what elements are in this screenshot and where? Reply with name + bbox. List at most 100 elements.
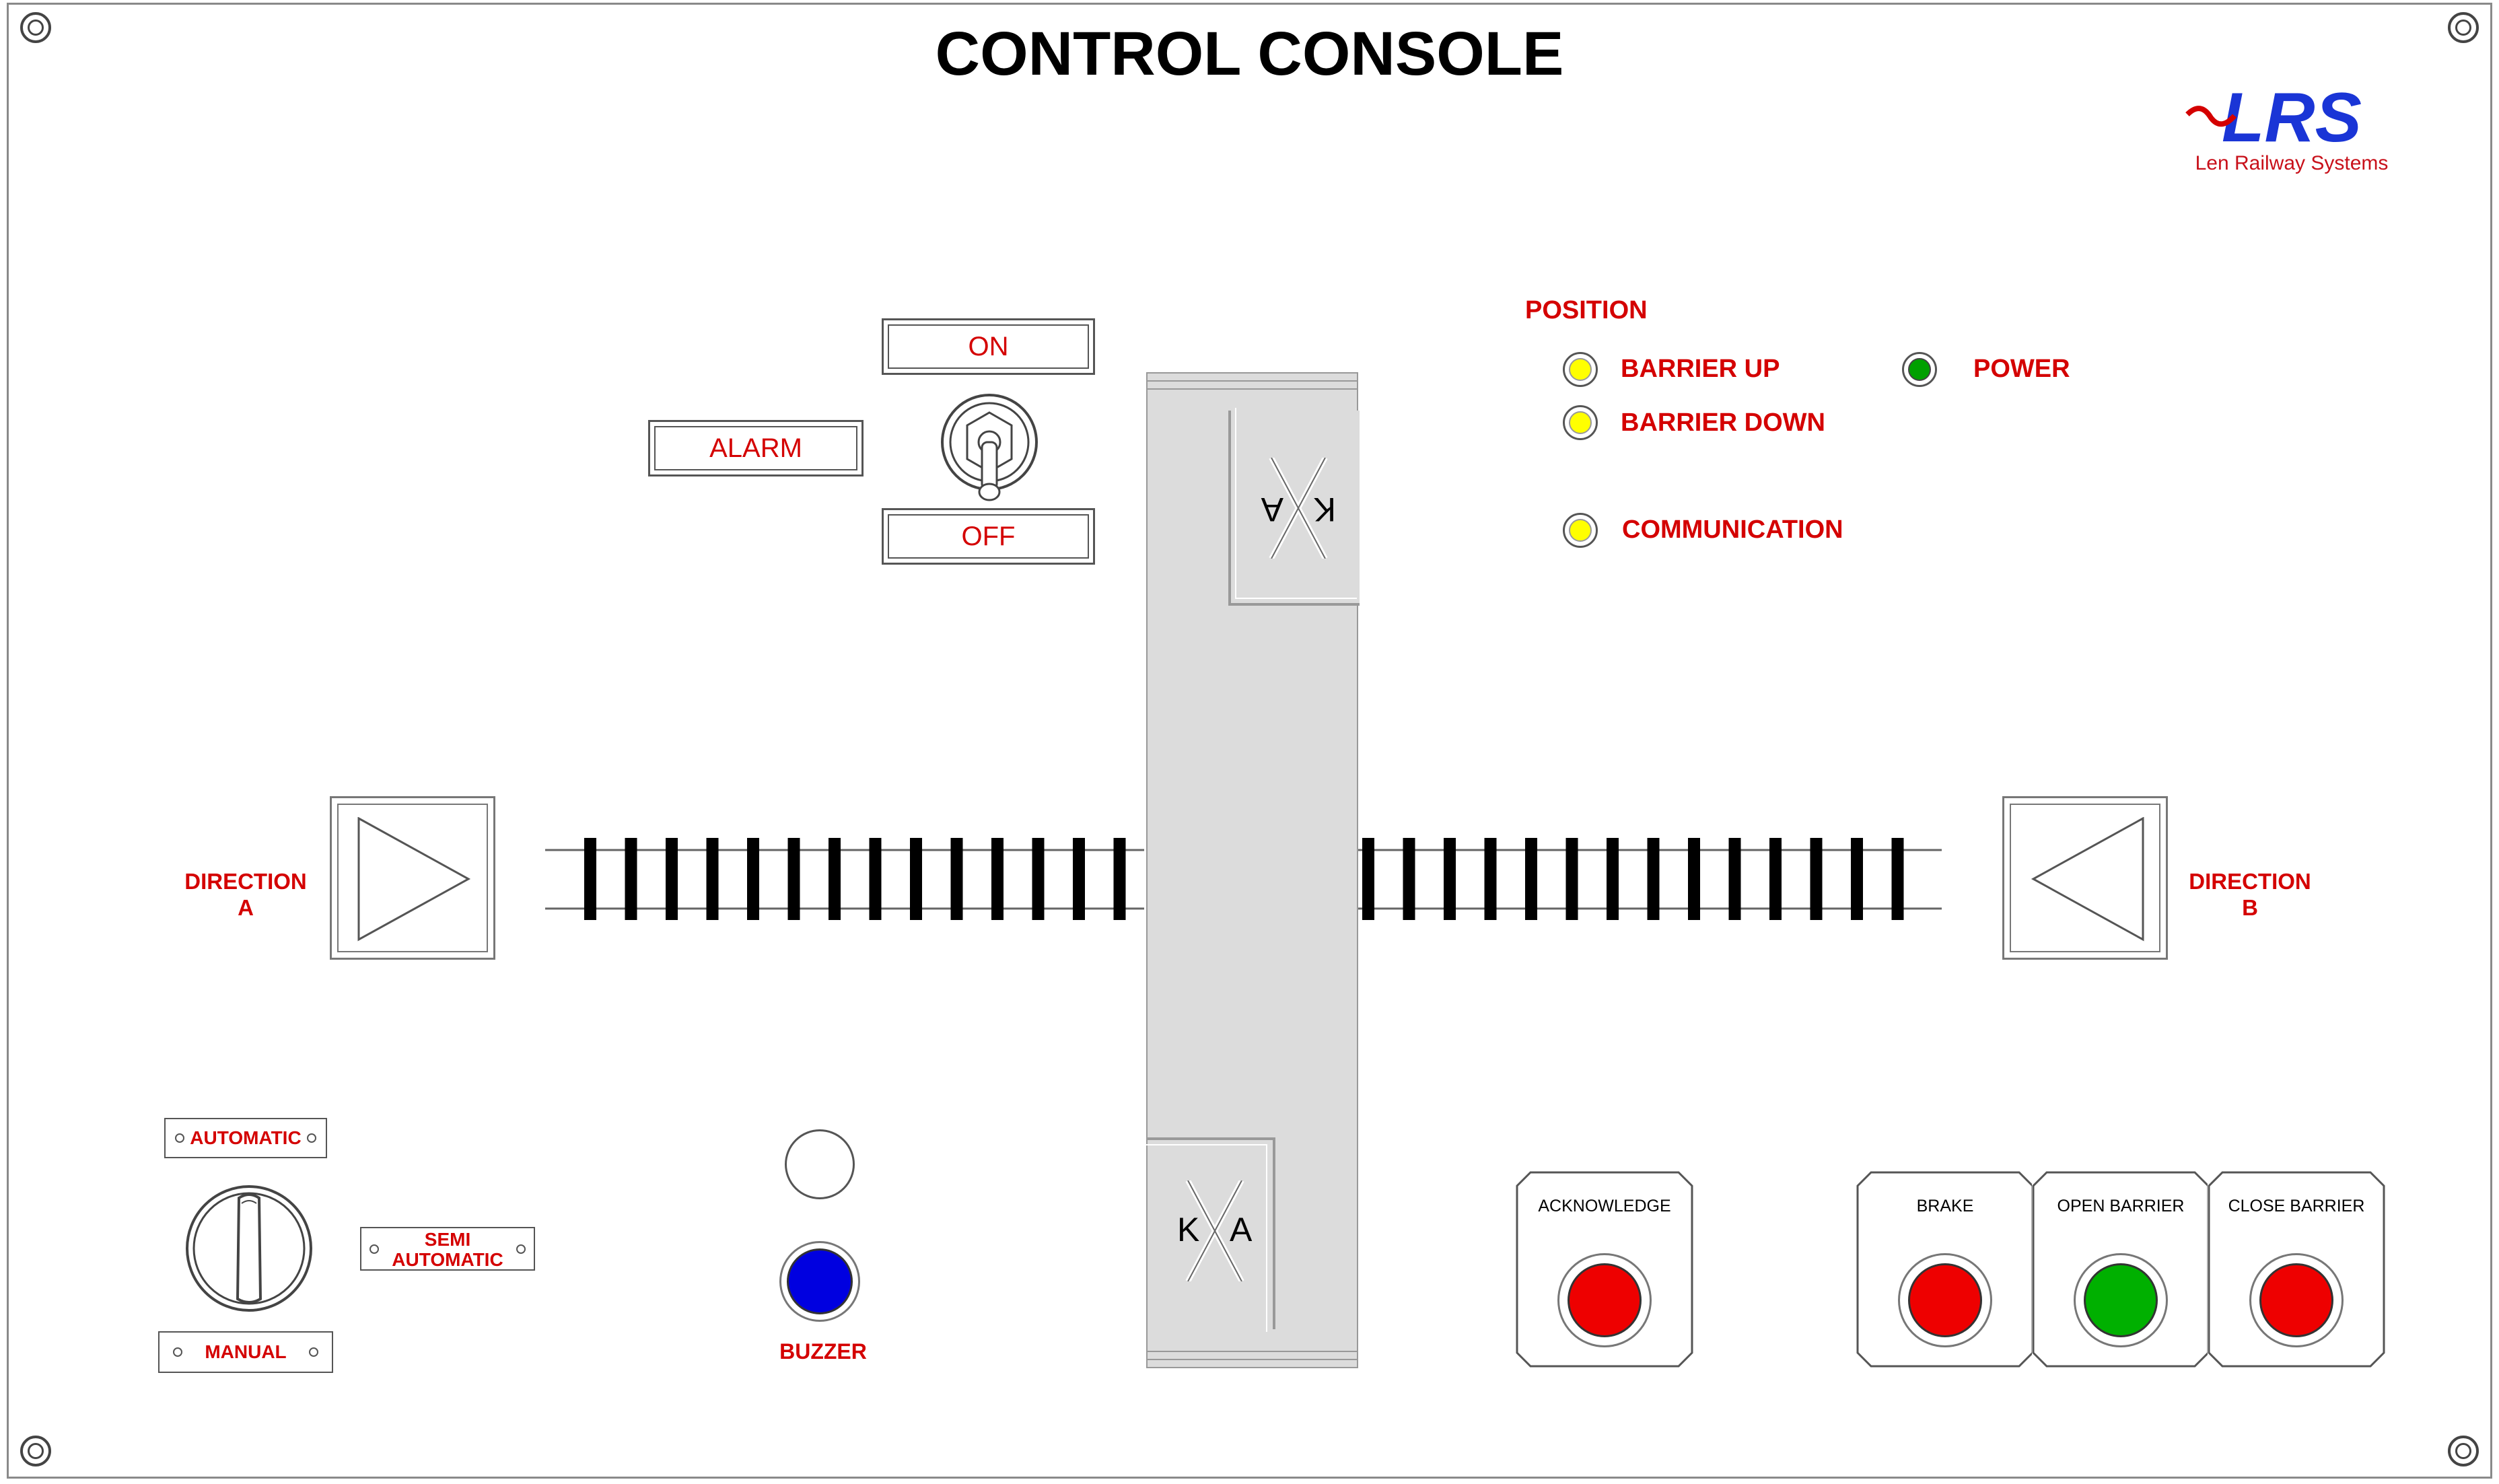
alarm-on-label: ON bbox=[968, 331, 1009, 361]
direction-b-label-line2: B bbox=[2242, 895, 2258, 920]
rail-sleeper bbox=[1073, 838, 1085, 920]
level-crossing-strip: K A K A bbox=[1146, 372, 1360, 1368]
brake-button[interactable] bbox=[1898, 1253, 1992, 1347]
alarm-off-plate: OFF bbox=[882, 508, 1095, 565]
close-barrier-button[interactable] bbox=[2249, 1253, 2344, 1347]
barrier-bottom-housing: K A bbox=[1146, 1137, 1275, 1332]
mode-manual-label: MANUAL bbox=[205, 1341, 287, 1362]
rail-sleeper bbox=[991, 838, 1004, 920]
rail-sleeper bbox=[1525, 838, 1537, 920]
rail-sleeper bbox=[1647, 838, 1660, 920]
barrier-up-label: BARRIER UP bbox=[1621, 355, 1780, 383]
direction-a-label-line1: DIRECTION bbox=[184, 869, 307, 894]
rail-sleeper bbox=[1444, 838, 1456, 920]
mode-semi-label-line1: SEMI bbox=[424, 1229, 471, 1250]
power-label: POWER bbox=[1973, 355, 2070, 383]
barrier-up-lamp-light bbox=[1569, 358, 1592, 381]
rail-sleepers-right bbox=[1362, 838, 1904, 920]
svg-text:A: A bbox=[1230, 1211, 1253, 1248]
rotary-selector-icon bbox=[186, 1185, 312, 1312]
rail-sleeper bbox=[1113, 838, 1126, 920]
svg-text:K: K bbox=[1314, 491, 1336, 528]
mode-automatic-tag: AUTOMATIC bbox=[164, 1118, 327, 1158]
rail-sleeper bbox=[910, 838, 922, 920]
open-barrier-label: OPEN BARRIER bbox=[2057, 1197, 2185, 1215]
svg-text:K: K bbox=[1177, 1211, 1199, 1248]
acknowledge-button[interactable] bbox=[1557, 1253, 1652, 1347]
communication-lamp-light bbox=[1569, 519, 1592, 542]
brake-button-housing: BRAKE bbox=[1856, 1171, 2034, 1368]
direction-b-label-line1: DIRECTION bbox=[2189, 869, 2311, 894]
direction-b-label: DIRECTION B bbox=[2183, 868, 2317, 921]
open-barrier-button-housing: OPEN BARRIER bbox=[2032, 1171, 2210, 1368]
rail-sleeper bbox=[787, 838, 800, 920]
acknowledge-button-cap bbox=[1568, 1263, 1642, 1337]
svg-text:LRS: LRS bbox=[2222, 87, 2362, 155]
power-lamp-light bbox=[1908, 358, 1931, 381]
brake-label: BRAKE bbox=[1916, 1197, 1974, 1215]
rail-sleeper bbox=[584, 838, 596, 920]
barrier-down-label: BARRIER DOWN bbox=[1621, 409, 1825, 437]
barrier-down-lamp bbox=[1563, 405, 1598, 440]
arrow-right-icon bbox=[357, 817, 471, 942]
brand-logo: LRS Len Railway Systems bbox=[2181, 79, 2403, 175]
arrow-left-icon bbox=[2031, 817, 2144, 942]
barrier-up-lamp bbox=[1563, 352, 1598, 387]
console-panel-frame bbox=[7, 3, 2492, 1479]
communication-lamp bbox=[1563, 513, 1598, 548]
rail-sleeper bbox=[747, 838, 759, 920]
direction-b-button[interactable] bbox=[2002, 796, 2168, 960]
direction-a-label-line2: A bbox=[238, 895, 254, 920]
lrs-logo-icon: LRS bbox=[2185, 79, 2362, 157]
screw-icon bbox=[20, 1436, 51, 1467]
rail-sleeper bbox=[1032, 838, 1045, 920]
alarm-label: ALARM bbox=[709, 433, 802, 463]
open-barrier-button[interactable] bbox=[2074, 1253, 2168, 1347]
rail-sleeper bbox=[829, 838, 841, 920]
rail-sleeper bbox=[1362, 838, 1374, 920]
rail-sleeper bbox=[1891, 838, 1904, 920]
alarm-label-plate: ALARM bbox=[648, 420, 864, 476]
acknowledge-label: ACKNOWLEDGE bbox=[1538, 1197, 1671, 1215]
rail-sleeper bbox=[1403, 838, 1415, 920]
alarm-toggle-switch[interactable] bbox=[939, 394, 1040, 508]
power-lamp bbox=[1902, 352, 1937, 387]
rail-sleepers-left bbox=[584, 838, 1126, 920]
rail-sleeper bbox=[1769, 838, 1782, 920]
close-barrier-button-cap bbox=[2259, 1263, 2333, 1337]
screw-icon bbox=[2448, 1436, 2479, 1467]
direction-a-label: DIRECTION A bbox=[178, 868, 313, 921]
alarm-on-plate: ON bbox=[882, 318, 1095, 375]
mode-rotary-selector[interactable] bbox=[185, 1185, 313, 1312]
barrier-down-lamp-light bbox=[1569, 411, 1592, 434]
mode-manual-tag: MANUAL bbox=[158, 1331, 333, 1373]
rail-sleeper bbox=[1565, 838, 1578, 920]
rail-sleeper bbox=[1484, 838, 1497, 920]
mode-semi-label-line2: AUTOMATIC bbox=[392, 1249, 503, 1270]
crossbuck-sign-icon: K A bbox=[1177, 1180, 1253, 1281]
open-barrier-button-cap bbox=[2084, 1263, 2158, 1337]
crossbuck-sign-icon: K A bbox=[1261, 458, 1336, 559]
mode-semi-automatic-tag: SEMI AUTOMATIC bbox=[360, 1227, 535, 1271]
rail-sleeper bbox=[666, 838, 678, 920]
screw-icon bbox=[20, 12, 51, 43]
position-heading: POSITION bbox=[1525, 296, 1648, 324]
barrier-top-housing: K A bbox=[1228, 408, 1360, 606]
brand-name: Len Railway Systems bbox=[2195, 152, 2389, 174]
rail-sleeper bbox=[869, 838, 882, 920]
screw-icon bbox=[2448, 12, 2479, 43]
direction-a-button[interactable] bbox=[330, 796, 495, 960]
buzzer-label: BUZZER bbox=[779, 1339, 867, 1364]
brake-button-cap bbox=[1908, 1263, 1982, 1337]
rail-sleeper bbox=[1728, 838, 1741, 920]
buzzer-button[interactable] bbox=[779, 1241, 860, 1322]
svg-text:A: A bbox=[1261, 491, 1283, 528]
communication-label: COMMUNICATION bbox=[1622, 516, 1843, 544]
rail-sleeper bbox=[625, 838, 637, 920]
buzzer-button-cap bbox=[787, 1248, 853, 1314]
close-barrier-label: CLOSE BARRIER bbox=[2228, 1197, 2365, 1215]
close-barrier-button-housing: CLOSE BARRIER bbox=[2208, 1171, 2385, 1368]
rail-sleeper bbox=[706, 838, 719, 920]
rail-sleeper bbox=[1810, 838, 1823, 920]
